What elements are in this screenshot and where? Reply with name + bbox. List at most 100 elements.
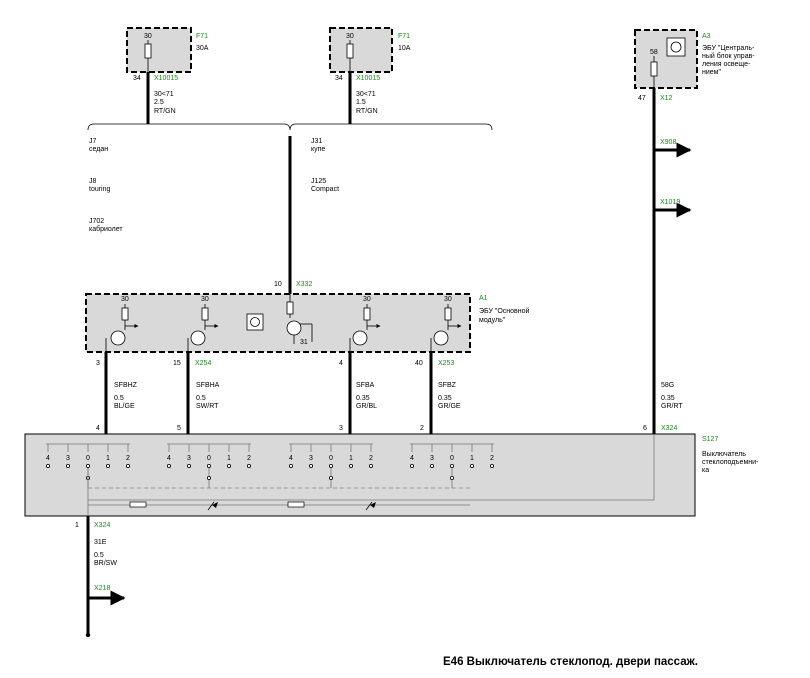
wire-name: SFBA — [356, 382, 375, 389]
switch-contact — [328, 463, 333, 468]
chip-icon — [666, 37, 686, 57]
switch-contact — [409, 463, 414, 468]
branch-x1019: X1019 — [660, 199, 680, 206]
s127-pin: 6 — [643, 425, 647, 432]
switch-contact — [66, 463, 71, 468]
switch-contact — [308, 463, 313, 468]
switch-contact — [46, 463, 51, 468]
s127-desc-line: Выключатель — [702, 451, 746, 458]
wire-cross-section: 0.35 — [438, 395, 452, 402]
a1-terminal-30: 30 — [363, 296, 371, 303]
a3-pin: 47 — [638, 95, 646, 102]
switch-position-label: 0 — [207, 455, 211, 462]
switch-position-label: 0 — [329, 455, 333, 462]
switch-contact — [106, 463, 111, 468]
a1-desc-line: модуль" — [479, 317, 506, 324]
a3-id: A3 — [702, 33, 711, 40]
module-a3: 58 A3 ЭБУ "Централь- ный блок управ- лен… — [634, 29, 755, 102]
variant-code: J31 — [311, 138, 322, 145]
x332-connector: X332 — [296, 281, 312, 288]
wire-name: SFBHZ — [114, 382, 138, 389]
fuse-rating: 30A — [196, 45, 209, 52]
a1-terminal-30: 30 — [444, 296, 452, 303]
switch-contact — [86, 463, 91, 468]
wire-cross-section: 0.5 — [114, 395, 124, 402]
wire-color: BL/GE — [114, 403, 135, 410]
bottom-pin: 1 — [75, 522, 79, 529]
switch-contact — [206, 475, 211, 480]
switch-contact — [246, 463, 251, 468]
switch-position-label: 4 — [46, 455, 50, 462]
a1-connector: X254 — [195, 360, 211, 367]
switch-position-label: 2 — [490, 455, 494, 462]
module-a1: A1 ЭБУ "Основной модуль" 31 30 30 30 — [85, 293, 530, 353]
a1-ground: 31 — [300, 339, 308, 346]
fuse-connector: X10015 — [356, 75, 380, 82]
switch-contact — [469, 463, 474, 468]
switch-position-label: 3 — [430, 455, 434, 462]
a3-desc-line: ЭБУ "Централь- — [702, 45, 755, 52]
fuse-rating: 10A — [398, 45, 411, 52]
s127-pin: 3 — [339, 425, 343, 432]
switch-contact — [348, 463, 353, 468]
a3-connector: X12 — [660, 95, 673, 102]
s127-pin: 2 — [420, 425, 424, 432]
a3-terminal: 58 — [650, 49, 658, 56]
switch-position-label: 2 — [247, 455, 251, 462]
a3-desc-line: ления освеще- — [702, 61, 751, 68]
variant-name: седан — [89, 146, 108, 153]
a1-pin: 40 — [415, 360, 423, 367]
switch-position-label: 2 — [126, 455, 130, 462]
wire-code: 30<71 — [356, 91, 376, 98]
switch-contact — [226, 463, 231, 468]
fuse-terminal: 30 — [144, 33, 152, 40]
wire-color: GR/RT — [661, 403, 683, 410]
switch-position-label: 3 — [309, 455, 313, 462]
wire-name: SFBZ — [438, 382, 457, 389]
wire-cross-section: 0.35 — [661, 395, 675, 402]
switch-contact — [166, 463, 171, 468]
wire-name: SFBHA — [196, 382, 220, 389]
wire-color: RT/GN — [356, 108, 378, 115]
switch-contact — [288, 463, 293, 468]
switch-contact — [489, 463, 494, 468]
a1-pin: 3 — [96, 360, 100, 367]
variant-code: J7 — [89, 138, 97, 145]
x332-pin: 10 — [274, 281, 282, 288]
a1-terminal-30: 30 — [201, 296, 209, 303]
switch-position-label: 3 — [66, 455, 70, 462]
switch-position-label: 1 — [470, 455, 474, 462]
switch-contact — [449, 463, 454, 468]
fuse-pin: 34 — [133, 75, 141, 82]
s127-desc-line: стеклоподъемни- — [702, 459, 759, 466]
bottom-color: BR/SW — [94, 560, 117, 567]
switch-contact — [368, 463, 373, 468]
a1-connector: X253 — [438, 360, 454, 367]
switch-position-label: 4 — [167, 455, 171, 462]
bottom-cross-section: 0.5 — [94, 552, 104, 559]
switch-contact — [206, 463, 211, 468]
wire-color: GR/GE — [438, 403, 461, 410]
wire-cross-section: 2.5 — [154, 99, 164, 106]
a1-terminal-30: 30 — [121, 296, 129, 303]
a1-id: A1 — [479, 295, 488, 302]
variant-list: J7 седан J8 touring J702 кабриолет J31 к… — [89, 138, 339, 233]
wire-color: GR/BL — [356, 403, 377, 410]
variant-name: кабриолет — [89, 225, 123, 233]
variant-brace — [87, 123, 493, 131]
s127-pin: 5 — [177, 425, 181, 432]
s127-desc-line: ка — [702, 467, 709, 474]
wire-cross-section: 1.5 — [356, 99, 366, 106]
a1-pin: 15 — [173, 360, 181, 367]
variant-code: J8 — [89, 178, 97, 185]
fuse-id: F71 — [196, 33, 208, 40]
a1-desc-line: ЭБУ "Основной — [479, 307, 530, 315]
switch-position-label: 4 — [289, 455, 293, 462]
switch-contact — [328, 475, 333, 480]
s127-connector: X324 — [661, 425, 677, 432]
switch-position-label: 1 — [106, 455, 110, 462]
variant-name: Compact — [311, 186, 339, 193]
variant-code: J702 — [89, 218, 104, 225]
s127-pin: 4 — [96, 425, 100, 432]
